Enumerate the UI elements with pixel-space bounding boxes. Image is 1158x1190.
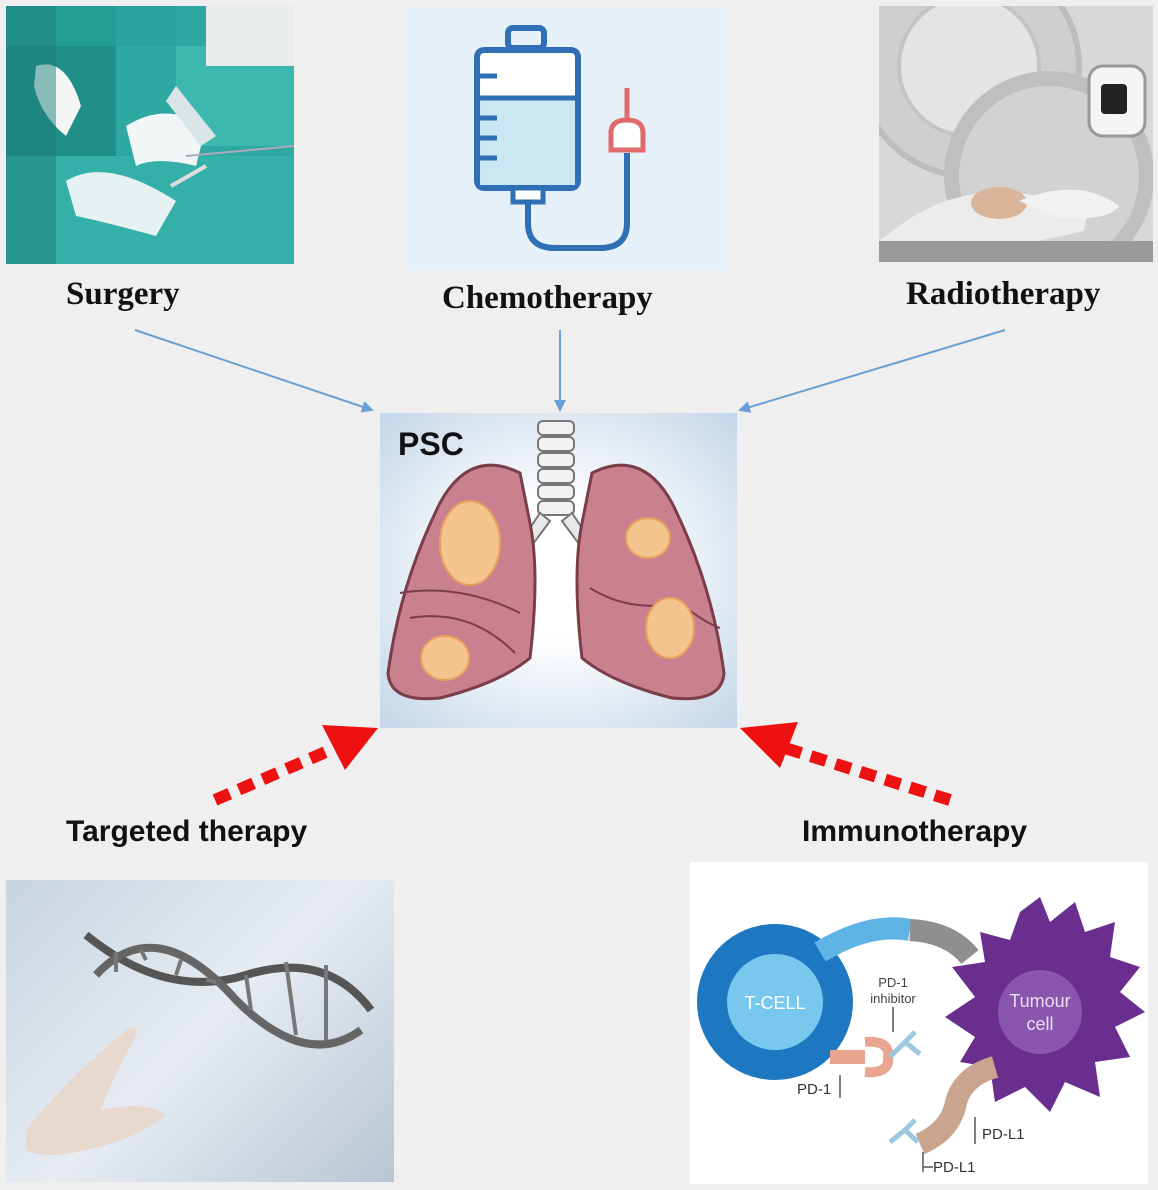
psc-label: PSC: [398, 426, 464, 462]
radiotherapy-arrow: [738, 329, 1006, 413]
surgery-label: Surgery: [66, 276, 180, 312]
dna-helix-photo: [6, 880, 394, 1182]
immunotherapy-arrow: [783, 742, 952, 806]
pd1-inhibitor-label-line2: inhibitor: [870, 991, 916, 1006]
pdl1-label-b: PD-L1: [933, 1159, 976, 1176]
immunotherapy-label: Immunotherapy: [802, 815, 1028, 848]
radiotherapy-label: Radiotherapy: [906, 276, 1101, 312]
targeted-therapy-arrow: [212, 742, 338, 806]
targeted-therapy-label: Targeted therapy: [66, 815, 308, 848]
immunotherapy-diagram: Tumour cell T-CELL PD-1 inhibitor PD-1 P…: [690, 862, 1148, 1184]
targeted-therapy-arrowhead: [322, 725, 378, 770]
tumour-label-line1: Tumour: [1009, 991, 1070, 1011]
tumour-label-line2: cell: [1026, 1014, 1053, 1034]
t-cell-label: T-CELL: [744, 993, 805, 1013]
iv-bag-icon: [405, 8, 725, 270]
radiotherapy-photo: [879, 6, 1153, 262]
chemotherapy-label: Chemotherapy: [442, 280, 653, 316]
surgery-arrow: [134, 329, 374, 413]
pd1-inhibitor-label-line1: PD-1: [878, 975, 908, 990]
immunotherapy-arrowhead: [740, 722, 798, 768]
surgery-photo: [6, 6, 294, 264]
lungs-illustration: PSC: [380, 413, 737, 728]
pd1-label: PD-1: [797, 1081, 831, 1098]
pdl1-label-a: PD-L1: [982, 1126, 1025, 1143]
